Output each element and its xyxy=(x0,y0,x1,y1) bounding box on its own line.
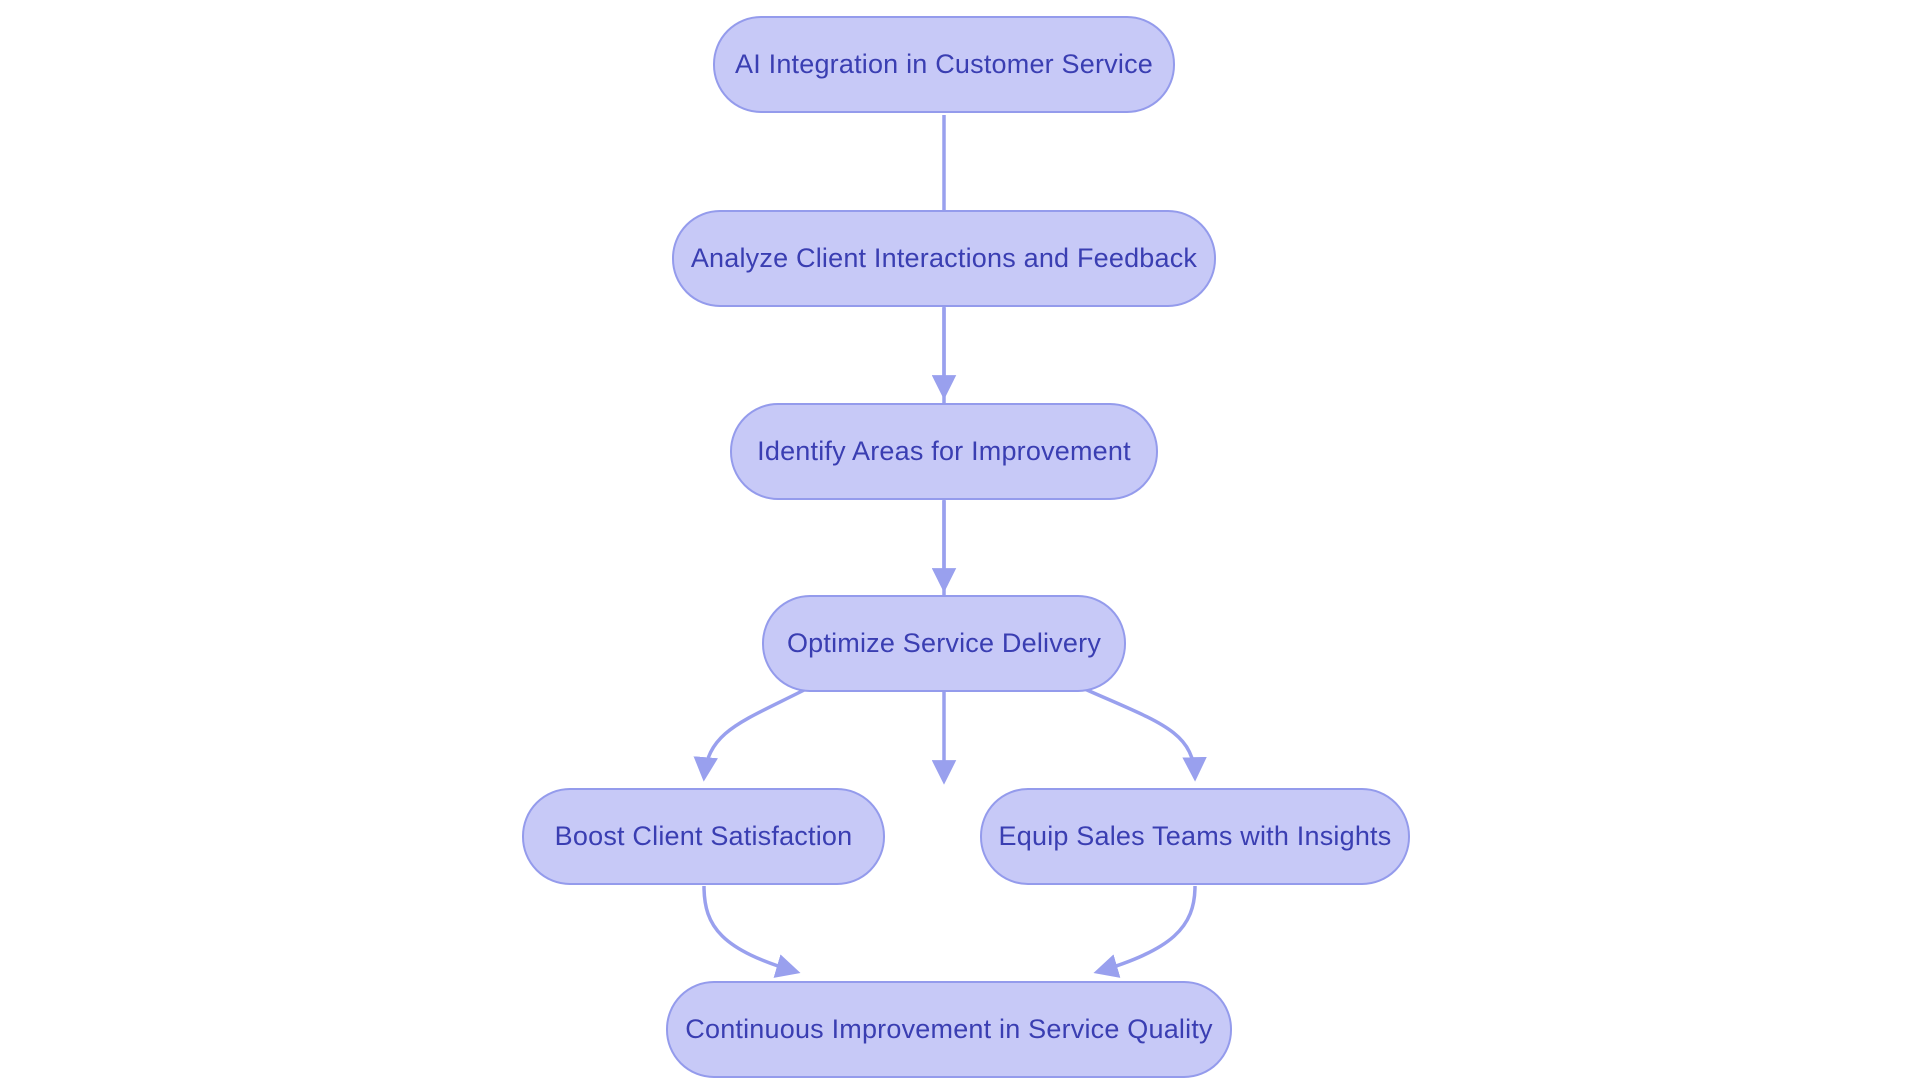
flow-node-label: Optimize Service Delivery xyxy=(786,628,1102,658)
flow-node-analyze-interactions: Analyze Client Interactions and Feedback xyxy=(672,210,1216,307)
flow-node-continuous-improvement: Continuous Improvement in Service Qualit… xyxy=(666,981,1232,1078)
flow-node-boost-satisfaction: Boost Client Satisfaction xyxy=(522,788,885,885)
flow-node-equip-sales: Equip Sales Teams with Insights xyxy=(980,788,1410,885)
edge-boost-to-continuous xyxy=(702,885,801,978)
flow-node-label: Identify Areas for Improvement xyxy=(757,436,1131,466)
edge-optimize-to-boost xyxy=(693,684,813,782)
flow-node-label: Continuous Improvement in Service Qualit… xyxy=(685,1014,1213,1044)
edge-equip-to-continuous xyxy=(1093,885,1197,978)
flow-node-identify-areas: Identify Areas for Improvement xyxy=(730,403,1158,500)
flow-node-label: Equip Sales Teams with Insights xyxy=(998,821,1392,851)
flow-node-ai-integration: AI Integration in Customer Service xyxy=(713,16,1175,113)
flow-node-optimize-delivery: Optimize Service Delivery xyxy=(762,595,1126,692)
flow-node-label: AI Integration in Customer Service xyxy=(735,49,1153,79)
edge-optimize-to-equip xyxy=(1077,684,1207,782)
flow-node-label: Analyze Client Interactions and Feedback xyxy=(690,243,1198,273)
flow-node-label: Boost Client Satisfaction xyxy=(554,821,853,851)
